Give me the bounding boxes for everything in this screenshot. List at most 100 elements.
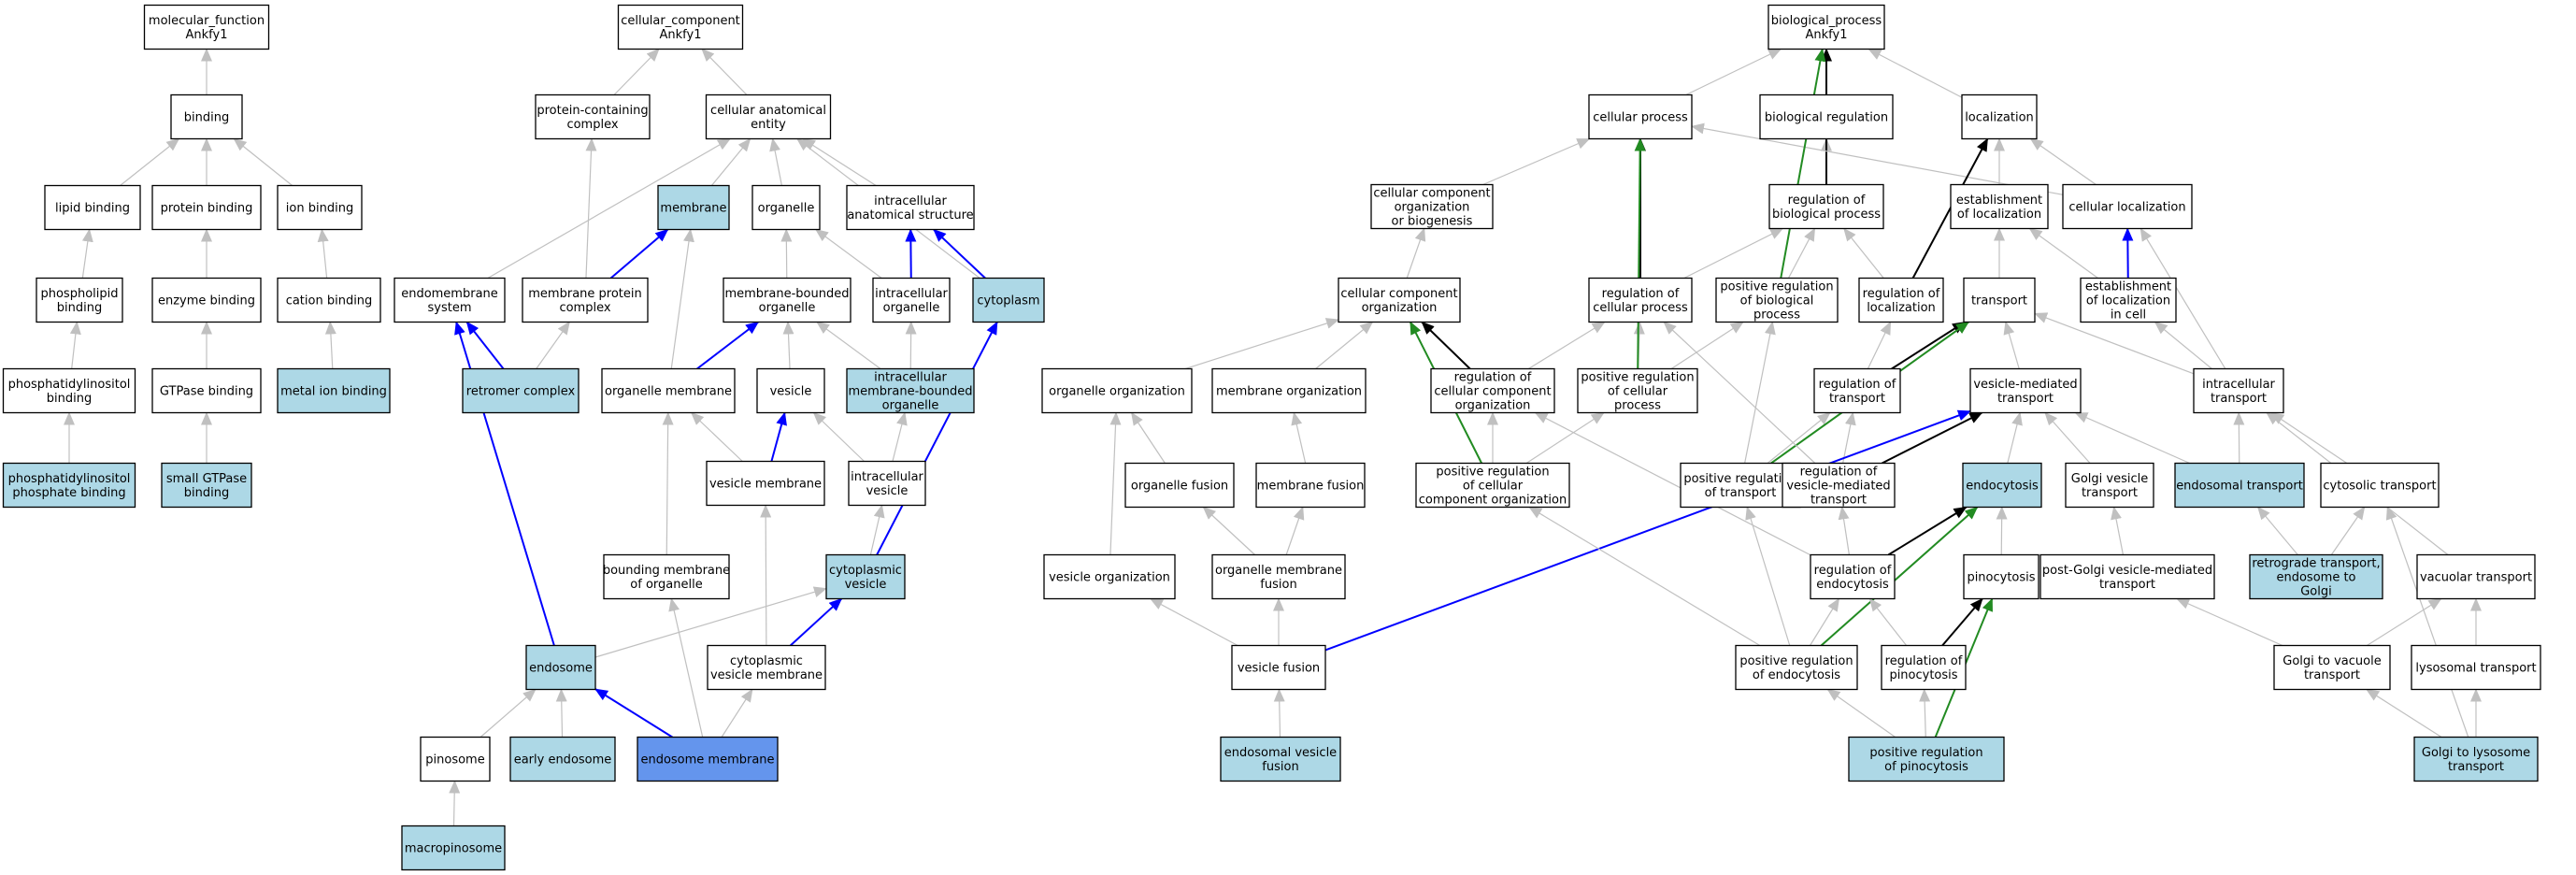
node-box <box>972 277 1045 323</box>
node-transport: transport <box>1963 277 2036 323</box>
node-vesicle-org: vesicle organization <box>1043 553 1176 600</box>
node-label: membrane <box>660 202 726 216</box>
node-label: intracellular <box>851 470 923 484</box>
node-label: binding <box>57 301 102 315</box>
node-box <box>44 184 141 231</box>
node-label: transport <box>1810 494 1867 508</box>
node-label: cellular anatomical <box>710 104 826 118</box>
node-box <box>1950 183 2049 230</box>
edge-organelle-to-cae <box>769 137 782 186</box>
edge-imbo-to-io <box>905 321 917 369</box>
node-vacuolar-transport: vacuolar transport <box>2416 553 2536 600</box>
node-label: organelle membrane <box>1215 564 1342 578</box>
node-box <box>36 277 123 323</box>
node-label: of cellular <box>1608 385 1668 399</box>
node-label: ion binding <box>286 202 353 216</box>
edge-reg-vmt-to-reg-transport <box>1842 411 1856 464</box>
node-label: transport <box>2304 668 2360 682</box>
node-box <box>462 367 580 414</box>
edge-mpc-to-protein-complex <box>585 137 597 279</box>
node-box <box>1768 183 1884 230</box>
edge-org-membrane-to-mbo <box>696 321 760 370</box>
node-box <box>1338 277 1461 323</box>
node-box <box>1782 462 1896 509</box>
node-label: of endocytosis <box>1753 668 1840 682</box>
node-label: complex <box>566 118 618 132</box>
edge-cytosolic-transport-to-ic-transport <box>2270 411 2348 464</box>
node-label: organelle membrane <box>605 385 732 399</box>
node-box <box>1962 462 2042 509</box>
edge-ic-vesicle-to-vesicle <box>812 411 865 462</box>
node-label: cellular localization <box>2068 201 2185 215</box>
node-label: vesicle fusion <box>1238 662 1320 676</box>
edge-endo-vesicle-fusion-to-vesicle-fusion <box>1273 688 1285 738</box>
node-label: vesicle <box>866 484 909 498</box>
node-label: intracellular <box>875 287 948 301</box>
edge-est-loc-cell-to-cell-loc <box>2122 227 2134 279</box>
edge-mpc-to-membrane <box>609 228 669 280</box>
edge-layer <box>64 48 2482 826</box>
node-label: cytoplasmic <box>730 654 803 668</box>
edge-membrane-to-cae <box>710 137 751 186</box>
node-retromer: retromer complex <box>462 367 580 414</box>
node-box <box>707 644 826 691</box>
node-label: binding <box>184 111 229 125</box>
node-box <box>1041 367 1193 414</box>
edge-phospholipid-binding-to-lipid-binding <box>81 228 93 279</box>
node-label: intracellular <box>2202 378 2275 392</box>
node-label: phospholipid <box>40 287 118 301</box>
edge-endosome-membrane-to-cvm <box>721 688 753 738</box>
node-label: endosomal transport <box>2176 480 2303 494</box>
node-label: process <box>1753 308 1800 323</box>
node-label: vacuolar transport <box>2420 571 2532 585</box>
node-label: cellular process <box>1593 111 1688 125</box>
node-box <box>601 367 736 414</box>
node-box <box>2273 644 2391 691</box>
node-box <box>535 93 651 140</box>
edge-reg-vmt-to-vmt <box>1882 411 1983 465</box>
edge-reg-transport-to-reg-loc <box>1867 321 1892 369</box>
edge-reg-vmt-to-reg-cp <box>1663 321 1816 464</box>
edge-mbo-to-organelle <box>780 228 793 279</box>
node-label: endosomal vesicle <box>1224 746 1337 760</box>
node-label: molecular_function <box>149 14 265 28</box>
node-box <box>394 277 506 323</box>
edge-golgi-lysosome-to-golgi-vacuole <box>2366 688 2442 739</box>
node-label: vesicle membrane <box>709 478 822 492</box>
node-label: cellular process <box>1593 301 1688 315</box>
node-box <box>1813 367 1901 414</box>
node-label: organization <box>1395 201 1470 215</box>
edge-cation-binding-to-ion-binding <box>317 228 329 279</box>
edge-io-to-ias <box>905 228 917 279</box>
node-label: organization <box>1362 301 1438 315</box>
node-label: post-Golgi vesicle-mediated <box>2042 564 2212 578</box>
node-box <box>2039 553 2215 600</box>
node-label: vesicle-mediated <box>1973 378 2077 392</box>
edge-retromer-to-endomembrane <box>465 321 505 370</box>
node-label: establishment <box>2085 280 2171 294</box>
edge-macropinosome-to-pinosome <box>449 780 461 826</box>
node-label: organization <box>1455 399 1531 413</box>
node-ion-binding: ion binding <box>277 184 363 231</box>
node-vesicle-membrane: vesicle membrane <box>706 460 825 507</box>
node-box <box>2320 462 2440 509</box>
edge-cytoplasm-to-ias <box>933 228 986 280</box>
node-label: organelle fusion <box>1131 480 1228 494</box>
node-label: endosome to <box>2276 571 2355 585</box>
edge-cell-loc-to-cellular-process <box>1691 122 2064 195</box>
node-box <box>1735 644 1858 691</box>
node-label: small GTPase <box>166 472 247 486</box>
edge-pos-reg-transport-to-reg-transport <box>1767 411 1831 464</box>
node-label: regulation of <box>1788 194 1866 208</box>
node-lysosomal-transport: lysosomal transport <box>2411 644 2541 691</box>
node-label: pinocytosis <box>1889 668 1957 682</box>
node-label: endocytosis <box>1966 480 2039 494</box>
